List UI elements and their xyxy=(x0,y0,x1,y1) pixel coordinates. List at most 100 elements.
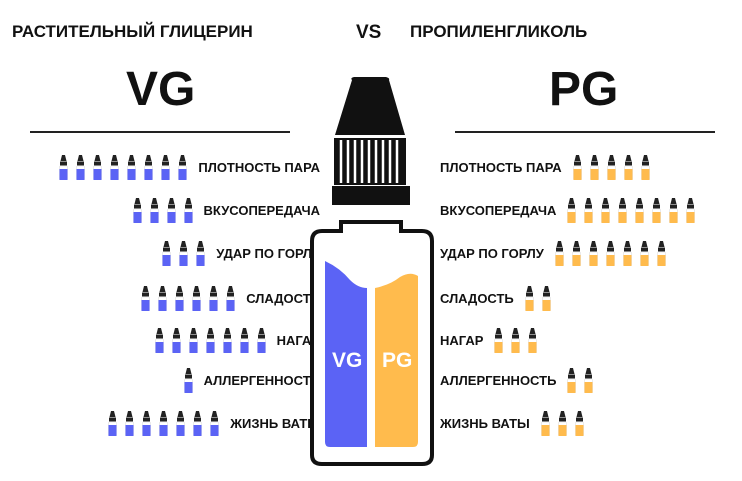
bottle-pg-label: PG xyxy=(382,349,413,372)
pg-row-label: ВКУСОПЕРЕДАЧА xyxy=(440,202,557,218)
vs-label: VS xyxy=(356,22,382,43)
vg-divider xyxy=(30,131,290,133)
dropper-bottle-icon xyxy=(494,327,504,353)
dropper-bottle-icon xyxy=(162,240,172,266)
bottle-cap-tip xyxy=(335,77,405,135)
dropper-bottle-icon xyxy=(623,154,633,180)
vg-row-label: ПЛОТНОСТЬ ПАРА xyxy=(198,159,320,175)
dropper-bottle-icon xyxy=(144,154,154,180)
dropper-bottle-icon xyxy=(205,327,215,353)
vg-row-label: УДАР ПО ГОРЛУ xyxy=(216,245,320,261)
pg-row: АЛЛЕРГЕННОСТЬ xyxy=(440,367,730,393)
pg-rating xyxy=(572,154,650,180)
dropper-bottle-icon xyxy=(256,327,266,353)
pg-divider xyxy=(455,131,715,133)
vg-liquid xyxy=(325,261,367,447)
dropper-bottle-icon xyxy=(193,410,203,436)
pg-row: ЖИЗНЬ ВАТЫ xyxy=(440,410,730,436)
pg-rating xyxy=(540,410,584,436)
dropper-bottle-icon xyxy=(125,410,135,436)
pg-row-label: АЛЛЕРГЕННОСТЬ xyxy=(440,372,557,388)
dropper-bottle-icon xyxy=(601,197,611,223)
dropper-bottle-icon xyxy=(511,327,521,353)
pg-row-label: УДАР ПО ГОРЛУ xyxy=(440,245,544,261)
dropper-bottle-icon xyxy=(209,285,219,311)
dropper-bottle-icon xyxy=(589,154,599,180)
dropper-bottle-icon xyxy=(584,367,594,393)
dropper-bottle-icon xyxy=(554,240,564,266)
bottle-vg-label: VG xyxy=(332,349,363,372)
dropper-bottle-icon xyxy=(656,240,666,266)
vg-row-label: ЖИЗНЬ ВАТЫ xyxy=(230,415,320,431)
dropper-bottle-icon xyxy=(540,410,550,436)
dropper-bottle-icon xyxy=(171,327,181,353)
dropper-bottle-icon xyxy=(141,285,151,311)
dropper-bottle-icon xyxy=(192,285,202,311)
dropper-bottle-icon xyxy=(528,327,538,353)
vg-row: ЖИЗНЬ ВАТЫ xyxy=(20,410,320,436)
pg-rating xyxy=(567,367,594,393)
pg-row: ПЛОТНОСТЬ ПАРА xyxy=(440,154,730,180)
pg-row: НАГАР xyxy=(440,327,730,353)
dropper-bottle-icon xyxy=(93,154,103,180)
dropper-bottle-icon xyxy=(210,410,220,436)
pg-row: ВКУСОПЕРЕДАЧА xyxy=(440,197,730,223)
dropper-bottle-icon xyxy=(239,327,249,353)
vg-rating xyxy=(154,327,266,353)
dropper-bottle-icon xyxy=(524,285,534,311)
bottle-cap-band xyxy=(332,186,410,205)
dropper-bottle-icon xyxy=(76,154,86,180)
pg-rating xyxy=(494,327,538,353)
vg-rating xyxy=(141,285,236,311)
vg-rating xyxy=(162,240,206,266)
pg-row: УДАР ПО ГОРЛУ xyxy=(440,240,730,266)
vg-row-label: СЛАДОСТЬ xyxy=(246,290,320,306)
dropper-bottle-icon xyxy=(635,197,645,223)
dropper-bottle-icon xyxy=(541,285,551,311)
pg-row-label: ПЛОТНОСТЬ ПАРА xyxy=(440,159,562,175)
dropper-bottle-icon xyxy=(154,327,164,353)
dropper-bottle-icon xyxy=(183,367,193,393)
vg-rating xyxy=(132,197,193,223)
pg-row: СЛАДОСТЬ xyxy=(440,285,730,311)
dropper-bottle-icon xyxy=(622,240,632,266)
dropper-bottle-icon xyxy=(571,240,581,266)
pg-rating xyxy=(567,197,696,223)
dropper-bottle-icon xyxy=(588,240,598,266)
vg-row: ПЛОТНОСТЬ ПАРА xyxy=(20,154,320,180)
vg-abbr: VG xyxy=(126,63,196,116)
dropper-bottle-icon xyxy=(149,197,159,223)
dropper-bottle-icon xyxy=(686,197,696,223)
dropper-bottle-icon xyxy=(605,240,615,266)
dropper-bottle-icon xyxy=(132,197,142,223)
dropper-bottle-icon xyxy=(142,410,152,436)
dropper-bottle-icon xyxy=(158,285,168,311)
dropper-bottle-icon xyxy=(584,197,594,223)
vg-row: АЛЛЕРГЕННОСТЬ xyxy=(20,367,320,393)
dropper-bottle-icon xyxy=(127,154,137,180)
dropper-bottle-icon xyxy=(572,154,582,180)
dropper-bottle-icon xyxy=(108,410,118,436)
vg-title: РАСТИТЕЛЬНЫЙ ГЛИЦЕРИН xyxy=(12,22,253,41)
dropper-bottle-icon xyxy=(557,410,567,436)
dropper-bottle-icon xyxy=(59,154,69,180)
dropper-bottle-icon xyxy=(669,197,679,223)
dropper-bottle-icon xyxy=(567,367,577,393)
dropper-bottle-icon xyxy=(640,154,650,180)
dropper-bottle-icon xyxy=(159,410,169,436)
dropper-bottle-icon xyxy=(161,154,171,180)
central-bottle-icon xyxy=(310,77,434,466)
vg-row: ВКУСОПЕРЕДАЧА xyxy=(20,197,320,223)
dropper-bottle-icon xyxy=(222,327,232,353)
dropper-bottle-icon xyxy=(166,197,176,223)
pg-rating xyxy=(554,240,666,266)
dropper-bottle-icon xyxy=(188,327,198,353)
dropper-bottle-icon xyxy=(226,285,236,311)
dropper-bottle-icon xyxy=(179,240,189,266)
pg-title: ПРОПИЛЕНГЛИКОЛЬ xyxy=(410,22,588,41)
vg-row-label: АЛЛЕРГЕННОСТЬ xyxy=(203,372,320,388)
vg-row-label: НАГАР xyxy=(276,332,320,348)
pg-abbr: PG xyxy=(549,63,619,116)
dropper-bottle-icon xyxy=(183,197,193,223)
dropper-bottle-icon xyxy=(639,240,649,266)
